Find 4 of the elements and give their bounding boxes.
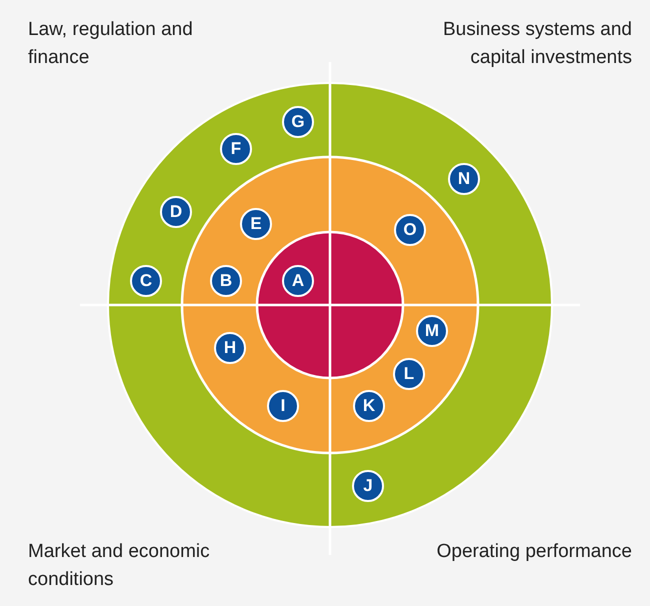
quadrant-label: Operating performance: [436, 540, 632, 564]
quadrant-label: Business systems and capital investments: [442, 18, 632, 70]
quadrant-label: Law, regulation and finance: [28, 18, 194, 70]
quadrant-label: Market and economic conditions: [28, 540, 211, 592]
